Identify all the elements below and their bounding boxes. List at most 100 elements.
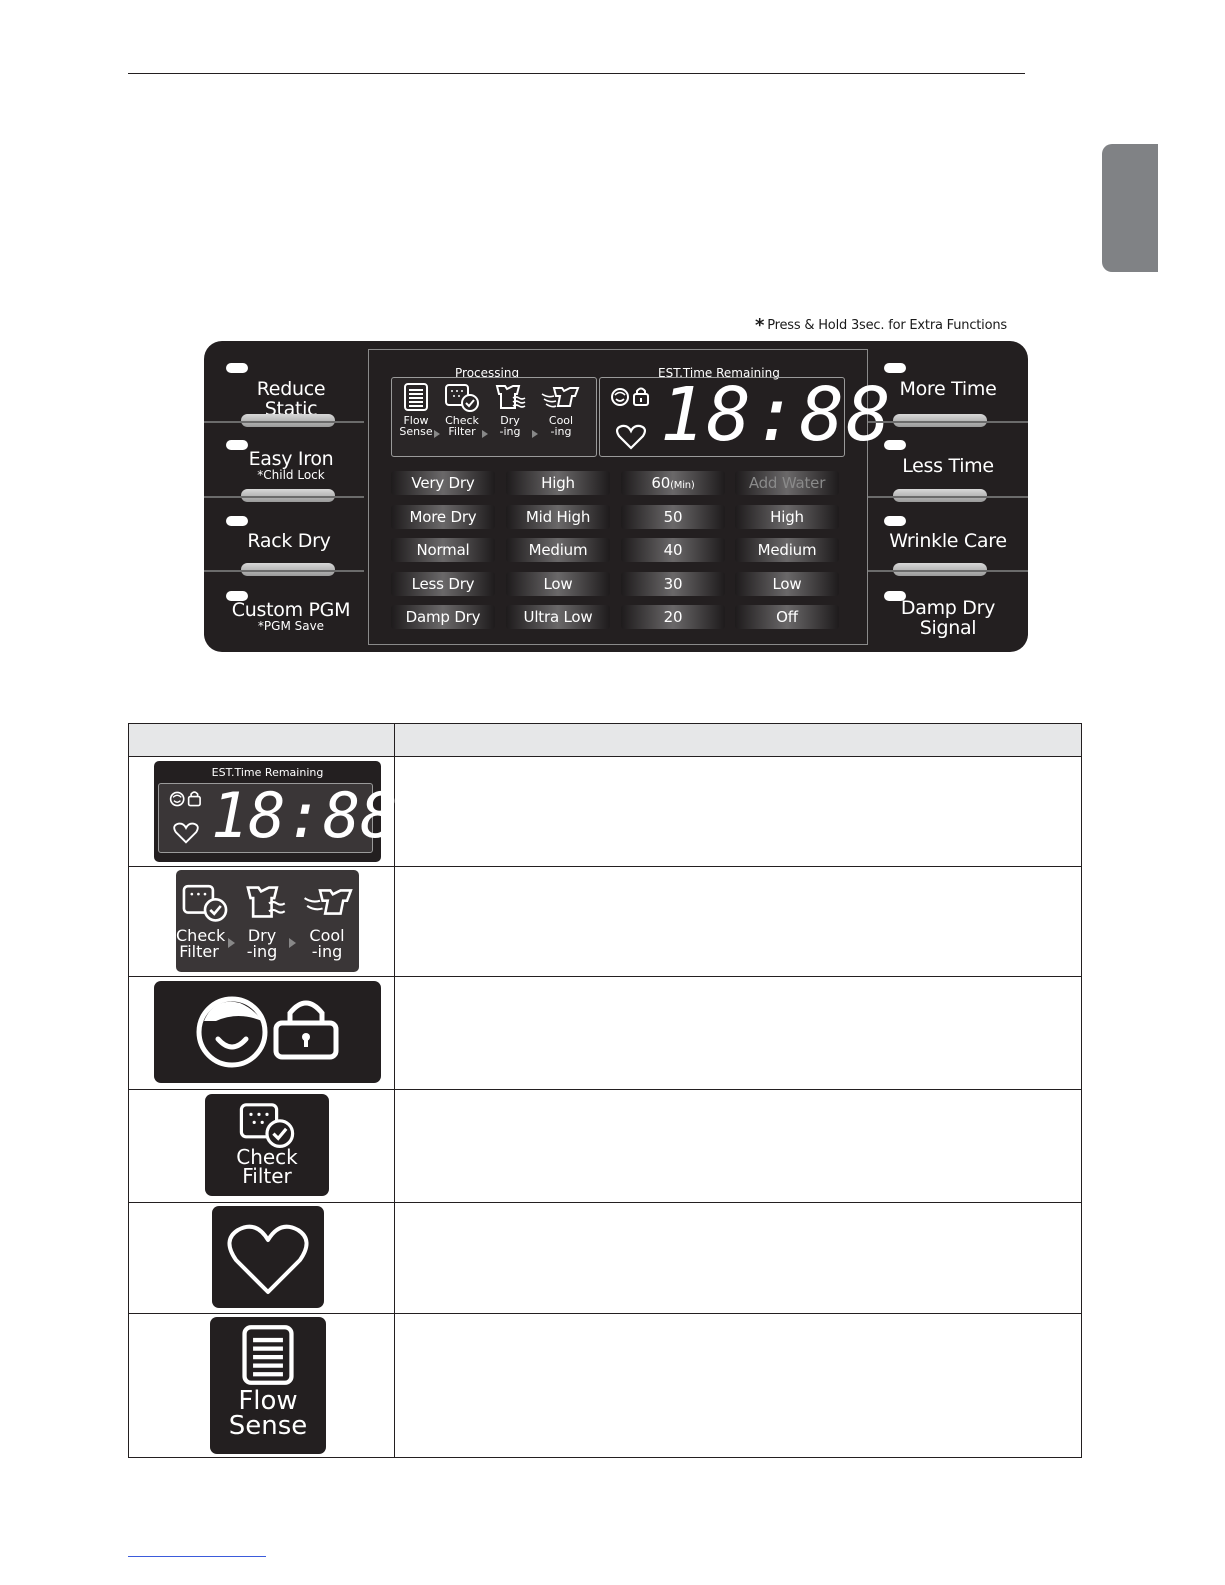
less-time-pill[interactable] [893,489,987,502]
pgm-save-sublabel: *PGM Save [257,619,325,633]
setting-option-label: Low [772,575,802,593]
setting-option-label: Mid High [525,508,591,526]
flow-l1: Flow [238,1386,298,1416]
setting-option-label: 60 [651,474,671,492]
drying-icon [246,886,286,918]
cooling-text: Cool-ing [302,928,352,960]
row-divider [129,1313,1081,1314]
setting-option-label: Damp Dry [405,608,481,626]
time-digits: 18:88 [211,779,398,852]
cooling-step: Cool-ing [537,382,585,437]
setting-option: Damp Dry [391,605,495,629]
setting-option-label: Normal [416,541,470,559]
less-time-label: Less Time [902,455,994,477]
step-l1: Check [176,926,226,945]
damp-dry-signal-button[interactable]: Damp Dry Signal [880,598,1016,638]
flow-sense-l1: Flow [403,414,429,427]
more-time-pill[interactable] [893,414,987,427]
setting-option: 20 [621,605,725,629]
more-time-button[interactable]: More Time [880,379,1016,399]
extra-functions-text: Press & Hold 3sec. for Extra Functions [767,318,1007,333]
time-digits: 18:88 [660,372,893,458]
wrinkle-care-button[interactable]: Wrinkle Care [880,531,1016,551]
divider [204,496,364,498]
setting-option-label: High [770,508,804,526]
divider [868,421,1028,423]
setting-option: 30 [621,572,725,596]
setting-option: Very Dry [391,471,495,495]
setting-option: High [506,471,610,495]
wrinkle-care-label: Wrinkle Care [889,530,1007,552]
setting-option: Ultra Low [506,605,610,629]
setting-option-label: 40 [663,541,683,559]
setting-option: Low [735,572,839,596]
child-lock-icon [154,981,381,1083]
step-l1: Dry [247,926,277,945]
heart-icon [173,822,199,844]
time-remaining-box: 18:88 [599,372,891,458]
rack-dry-led [226,516,248,526]
less-time-led [884,440,906,450]
easy-iron-label: Easy Iron [248,448,334,470]
asterisk-icon: * [755,315,765,336]
setting-option-label: Less Dry [411,575,475,593]
table-header [129,724,1081,757]
rack-dry-pill[interactable] [241,563,335,576]
footer-link-rule [128,1556,266,1557]
arrow-icon [482,430,488,438]
filter-l2: Filter [242,1164,292,1188]
drying-l1: Dry [500,414,520,427]
signal-label: Signal [919,617,977,639]
check-filter-l2: Filter [448,425,476,438]
setting-option: 60(Min) [621,471,725,495]
setting-option-label: Medium [757,541,817,559]
reduce-static-button[interactable]: Reduce Static [228,379,354,419]
custom-pgm-button[interactable]: Custom PGM *PGM Save [228,600,354,633]
less-time-button[interactable]: Less Time [880,456,1016,476]
reduce-static-led [226,363,248,373]
step-l2: Filter [179,942,219,961]
sense-l2: Sense [228,1411,308,1441]
easy-iron-button[interactable]: Easy Iron *Child Lock [228,449,354,482]
row-divider [129,1202,1081,1203]
wrinkle-care-pill[interactable] [893,563,987,576]
header-rule [128,73,1025,74]
more-time-label: More Time [899,378,997,400]
easy-iron-led [226,440,248,450]
arrow-icon [532,430,538,438]
setting-option: Low [506,572,610,596]
setting-option: 50 [621,505,725,529]
reduce-static-pill[interactable] [241,414,335,427]
setting-option-label: More Dry [409,508,477,526]
rack-dry-label: Rack Dry [247,530,331,552]
divider [868,570,1028,572]
more-time-led [884,363,906,373]
setting-option: Medium [506,538,610,562]
row-divider [129,1089,1081,1090]
heart-icon [212,1206,324,1308]
flow-sense-l2: Sense [399,425,433,438]
wrinkle-care-led [884,516,906,526]
divider [868,496,1028,498]
damp-dry-label: Damp Dry [900,597,996,619]
step-l2: -ing [311,942,343,961]
rack-dry-button[interactable]: Rack Dry [226,531,352,551]
arrow-icon [289,938,296,948]
drying-l2: -ing [499,425,521,438]
setting-option-label: Medium [528,541,588,559]
setting-option-label: 30 [663,575,683,593]
arrow-icon [228,938,235,948]
easy-iron-pill[interactable] [241,489,335,502]
section-tab [1102,144,1158,272]
reduce-static-label: Reduce Static [256,378,326,420]
